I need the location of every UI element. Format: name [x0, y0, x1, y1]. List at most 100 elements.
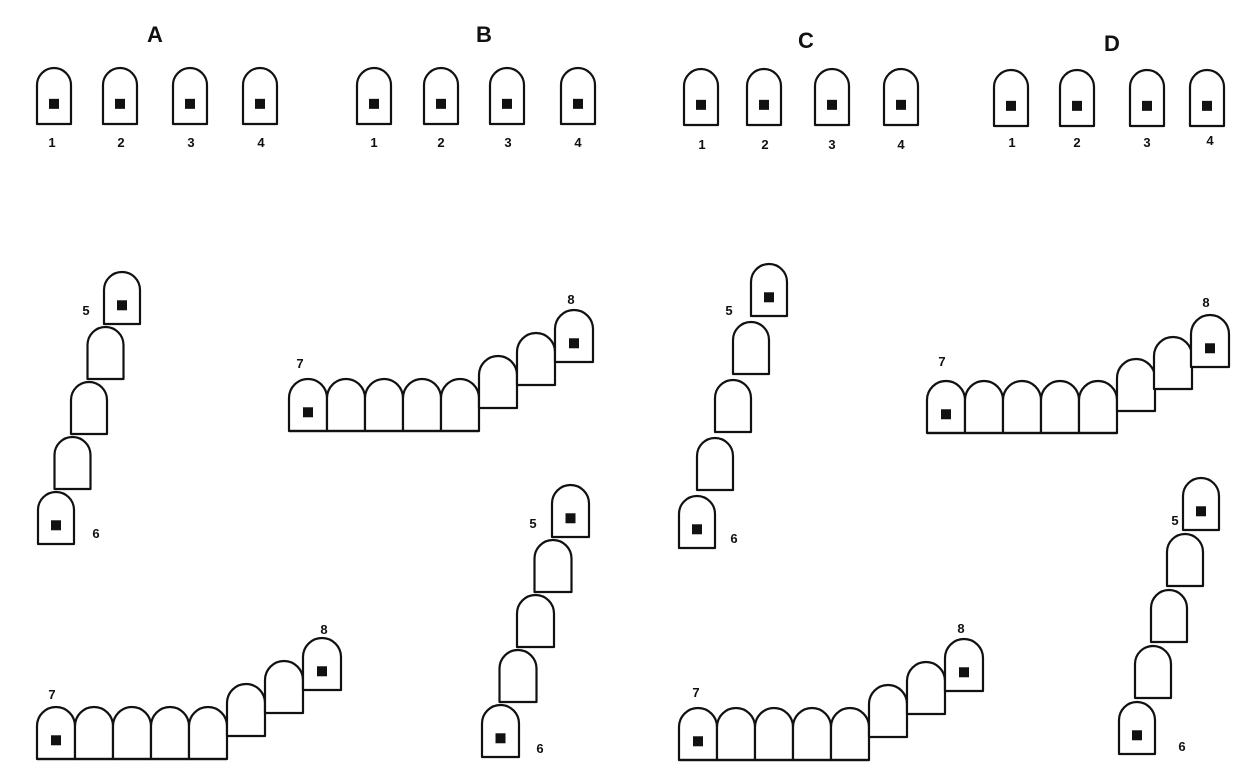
cell-marker: [573, 99, 583, 109]
arrangement-end-label: 8: [957, 621, 964, 636]
chain-cell: [697, 438, 733, 490]
chain-cell: [733, 322, 769, 374]
cell-marker: [896, 100, 906, 110]
chain-cell: [479, 356, 517, 408]
chain-cell: [37, 707, 75, 759]
cell-marker: [764, 292, 774, 302]
isolated-cell: [243, 68, 277, 124]
cell-marker: [696, 100, 706, 110]
chain-cell: [113, 707, 151, 759]
cell-marker: [959, 667, 969, 677]
cell-marker: [502, 99, 512, 109]
chain-cell: [517, 333, 555, 385]
cell-number-a2: 2: [117, 135, 124, 150]
cell-number-c1: 1: [698, 137, 705, 152]
cell-marker: [566, 513, 576, 523]
chain-cell: [1191, 315, 1229, 367]
chain-cell: [55, 437, 91, 489]
arrangement-end-label: 5: [82, 303, 89, 318]
chain-cell: [303, 638, 341, 690]
arrangement-start-label: 6: [1178, 739, 1185, 754]
chain-cell: [1041, 381, 1079, 433]
cell-number-a1: 1: [48, 135, 55, 150]
cell-marker: [692, 524, 702, 534]
arrangement-end-label: 8: [1202, 295, 1209, 310]
cell-number-d4: 4: [1206, 133, 1214, 148]
isolated-cell: [684, 69, 718, 125]
arrangement-start-label: 7: [48, 687, 55, 702]
chain-cell: [751, 264, 787, 316]
cell-number-a3: 3: [187, 135, 194, 150]
chain-cell: [327, 379, 365, 431]
chain-cell: [1154, 337, 1192, 389]
cell-marker: [1006, 101, 1016, 111]
panel-label-b: B: [476, 22, 492, 47]
isolated-cell: [103, 68, 137, 124]
cell-number-b4: 4: [574, 135, 582, 150]
isolated-cell: [747, 69, 781, 125]
cell-marker: [317, 666, 327, 676]
cell-number-b2: 2: [437, 135, 444, 150]
chain-cell: [535, 540, 572, 592]
chain-cell: [75, 707, 113, 759]
arrangement-start-label: 6: [730, 531, 737, 546]
cell-marker: [436, 99, 446, 109]
cell-number-d3: 3: [1143, 135, 1150, 150]
chain-cell: [1151, 590, 1187, 642]
cell-number-b1: 1: [370, 135, 377, 150]
chain-cell: [679, 496, 715, 548]
isolated-cell: [37, 68, 71, 124]
isolated-cell: [424, 68, 458, 124]
panel-label-d: D: [1104, 31, 1120, 56]
isolated-cell: [994, 70, 1028, 126]
chain-cell: [965, 381, 1003, 433]
cell-marker: [117, 300, 127, 310]
chain-cell: [151, 707, 189, 759]
isolated-cell: [884, 69, 918, 125]
isolated-cell: [1060, 70, 1094, 126]
arrangement-end-label: 5: [1171, 513, 1178, 528]
arrangement-start-label: 6: [536, 741, 543, 756]
cell-marker: [1132, 730, 1142, 740]
chain-cell: [265, 661, 303, 713]
chain-cell: [755, 708, 793, 760]
cell-marker: [569, 338, 579, 348]
chain-cell: [1003, 381, 1041, 433]
chain-cell: [715, 380, 751, 432]
cell-marker: [51, 735, 61, 745]
isolated-cell: [357, 68, 391, 124]
cell-marker: [1072, 101, 1082, 111]
chain-cell: [289, 379, 327, 431]
cell-marker: [115, 99, 125, 109]
chain-cell: [1183, 478, 1219, 530]
chain-cell: [907, 662, 945, 714]
arrangement-start-label: 6: [92, 526, 99, 541]
isolated-cell: [1190, 70, 1224, 126]
chain-cell: [552, 485, 589, 537]
chain-cell: [793, 708, 831, 760]
cell-marker: [827, 100, 837, 110]
isolated-cell: [561, 68, 595, 124]
cell-number-c3: 3: [828, 137, 835, 152]
cell-number-c4: 4: [897, 137, 905, 152]
cell-marker: [255, 99, 265, 109]
chain-cell: [365, 379, 403, 431]
chain-cell: [1119, 702, 1155, 754]
arrangement-end-label: 8: [320, 622, 327, 637]
chain-cell: [1167, 534, 1203, 586]
chain-cell: [945, 639, 983, 691]
cell-marker: [303, 407, 313, 417]
isolated-cell: [490, 68, 524, 124]
cell-marker: [369, 99, 379, 109]
cell-marker: [1205, 343, 1215, 353]
cell-number-b3: 3: [504, 135, 511, 150]
chain-cell: [500, 650, 537, 702]
chain-cell: [1117, 359, 1155, 411]
chain-cell: [831, 708, 869, 760]
cell-marker: [1202, 101, 1212, 111]
isolated-cell: [1130, 70, 1164, 126]
chain-cell: [227, 684, 265, 736]
chain-cell: [88, 327, 124, 379]
chain-cell: [717, 708, 755, 760]
